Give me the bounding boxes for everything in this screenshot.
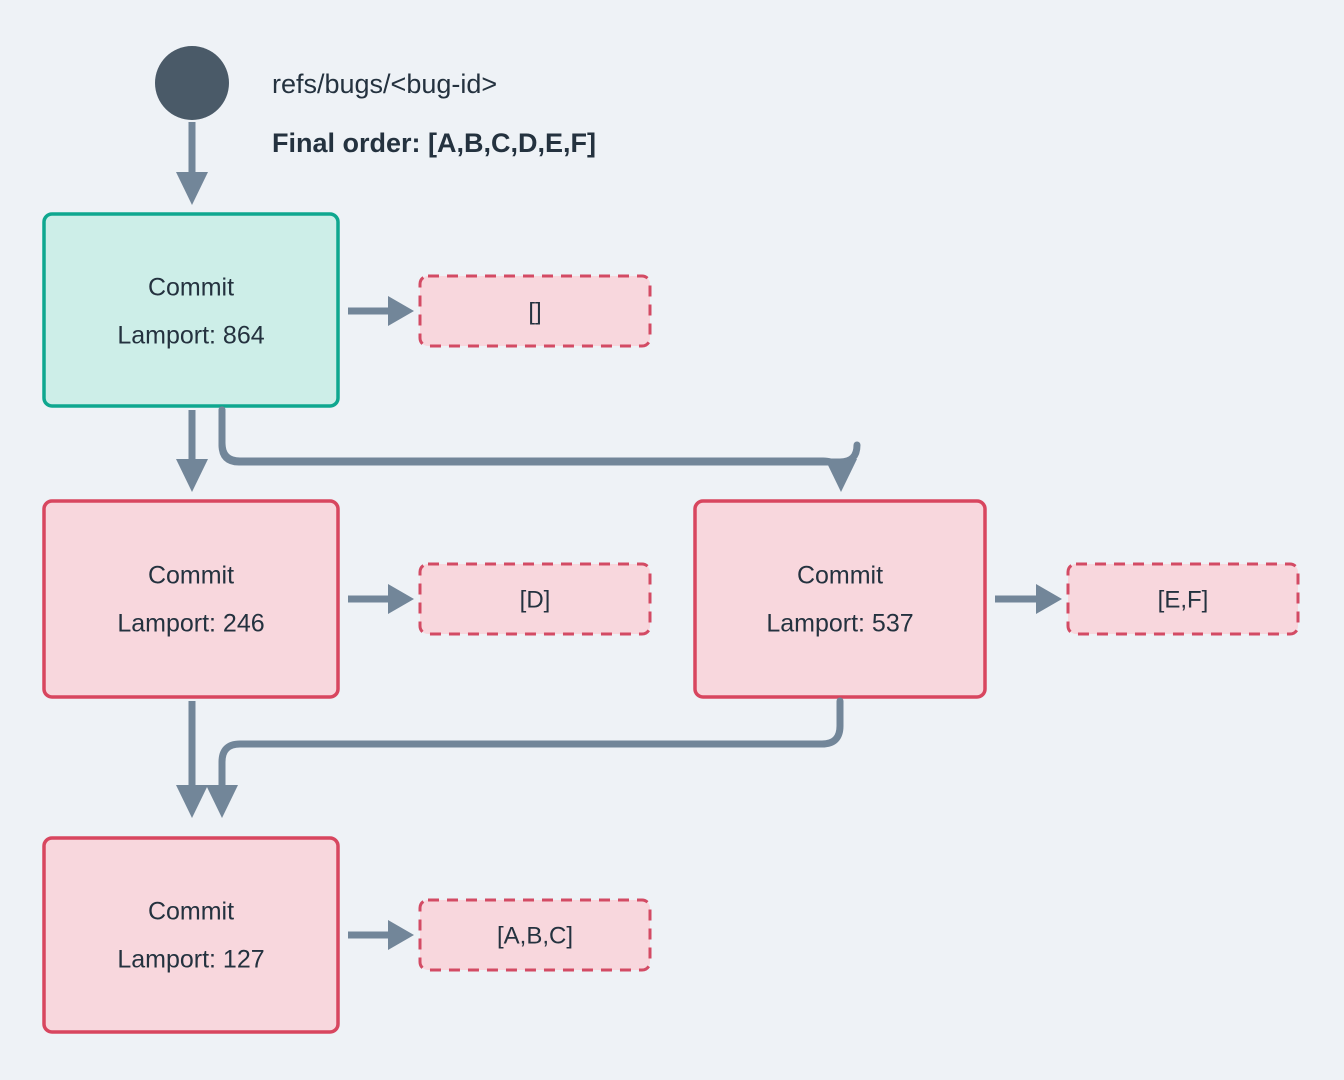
list-node-d[interactable]: [D] xyxy=(418,562,652,636)
node-commit-246[interactable]: Commit Lamport: 246 xyxy=(42,499,340,699)
edge-c537-to-c127 xyxy=(206,697,844,818)
edge-c537-to-list xyxy=(995,584,1062,614)
commit-127-lamport: Lamport: 127 xyxy=(117,946,264,974)
start-circle-icon xyxy=(155,46,229,120)
list-node-empty[interactable]: [] xyxy=(418,274,652,348)
node-commit-537[interactable]: Commit Lamport: 537 xyxy=(693,499,987,699)
node-commit-864[interactable]: Commit Lamport: 864 xyxy=(42,212,340,408)
list-ef-box[interactable] xyxy=(1066,562,1300,636)
commit-537-box[interactable] xyxy=(693,499,987,699)
commit-537-title: Commit xyxy=(797,562,883,590)
commit-127-title: Commit xyxy=(148,898,234,926)
arrow-head-icon xyxy=(388,584,414,614)
list-abc-label: [A,B,C] xyxy=(497,922,573,949)
node-commit-127[interactable]: Commit Lamport: 127 xyxy=(42,836,340,1034)
arrow-head-icon xyxy=(388,296,414,326)
arrow-head-icon xyxy=(1036,584,1062,614)
list-d-box[interactable] xyxy=(418,562,652,636)
commit-864-box[interactable] xyxy=(42,212,340,408)
list-d-label: [D] xyxy=(520,586,551,613)
arrow-head-icon xyxy=(206,785,238,818)
edge-c246-to-c127 xyxy=(176,701,208,818)
list-empty-label: [] xyxy=(528,298,541,325)
edge-root-to-c864 xyxy=(176,122,208,205)
edge-c864-to-c246 xyxy=(176,410,208,492)
arrow-head-icon xyxy=(176,785,208,818)
arrow-head-icon xyxy=(176,459,208,492)
edge-c864-to-c537 xyxy=(218,406,861,492)
list-empty-box[interactable] xyxy=(418,274,652,348)
commit-246-lamport: Lamport: 246 xyxy=(117,610,264,638)
commit-864-lamport: Lamport: 864 xyxy=(117,322,264,350)
edge-c127-to-list xyxy=(348,920,414,950)
commit-246-box[interactable] xyxy=(42,499,340,699)
commit-864-title: Commit xyxy=(148,274,234,302)
list-node-ef[interactable]: [E,F] xyxy=(1066,562,1300,636)
list-ef-label: [E,F] xyxy=(1158,586,1209,613)
ref-path-label: refs/bugs/<bug-id> xyxy=(272,69,497,99)
final-order-label: Final order: [A,B,C,D,E,F] xyxy=(272,128,596,158)
commit-127-box[interactable] xyxy=(42,836,340,1034)
arrow-head-icon xyxy=(388,920,414,950)
list-abc-box[interactable] xyxy=(418,898,652,972)
edge-c864-to-list xyxy=(348,296,414,326)
arrow-head-icon xyxy=(176,172,208,205)
edge-c246-to-list xyxy=(348,584,414,614)
list-node-abc[interactable]: [A,B,C] xyxy=(418,898,652,972)
commit-537-lamport: Lamport: 537 xyxy=(766,610,913,638)
arrow-head-icon xyxy=(825,459,857,492)
commit-246-title: Commit xyxy=(148,562,234,590)
